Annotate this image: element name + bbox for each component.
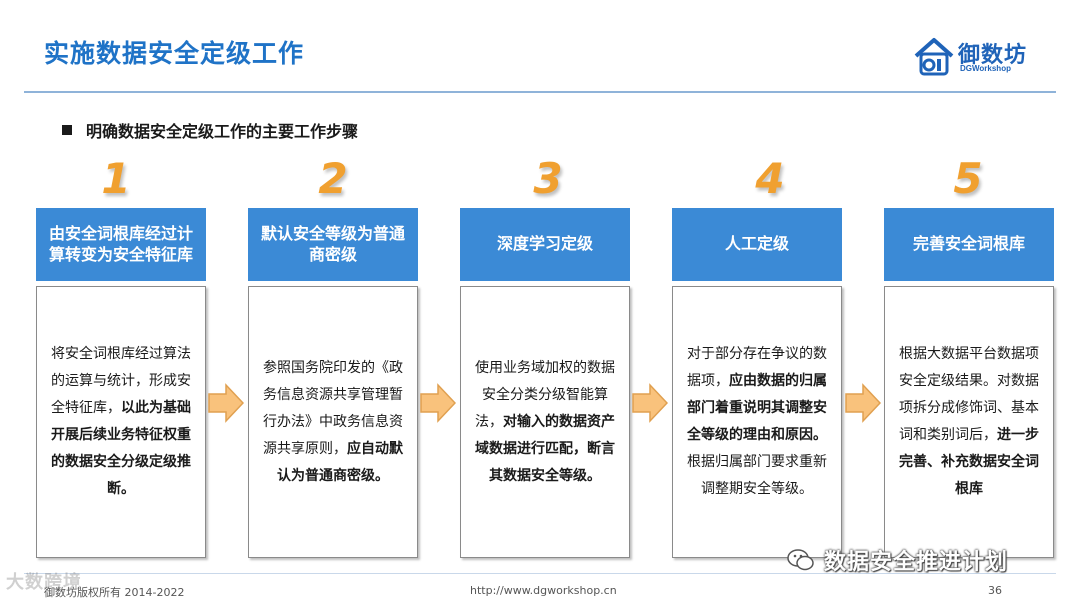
step-heading: 由安全词根库经过计算转变为安全特征库	[36, 208, 206, 281]
step-card: 对于部分存在争议的数据项，应由数据的归属部门着重说明其调整安全等级的理由和原因。…	[672, 286, 842, 558]
step-heading: 默认安全等级为普通商密级	[248, 208, 418, 281]
step-number: 3	[533, 154, 563, 203]
section-subtitle: 明确数据安全定级工作的主要工作步骤	[62, 118, 358, 142]
house-logo-icon	[914, 38, 954, 76]
corner-watermark: 大数跨境	[6, 572, 82, 593]
step-card: 根据大数据平台数据项安全定级结果。对数据项拆分成修饰词、基本词和类别词后，进一步…	[884, 286, 1054, 558]
page-title: 实施数据安全定级工作	[44, 39, 305, 68]
step-heading: 完善安全词根库	[884, 208, 1054, 281]
right-arrow-icon	[208, 383, 244, 423]
step-number: 1	[101, 154, 131, 203]
step-card: 参照国务院印发的《政务信息资源共享管理暂行办法》中政务信息资源共享原则，应自动默…	[248, 286, 418, 558]
footer-divider	[24, 573, 1056, 574]
watermark-text: 数据安全推进计划	[824, 550, 1009, 575]
step-description: 根据大数据平台数据项安全定级结果。对数据项拆分成修饰词、基本词和类别词后，进一步…	[899, 346, 1039, 497]
wechat-icon	[787, 549, 814, 571]
step-description: 参照国务院印发的《政务信息资源共享管理暂行办法》中政务信息资源共享原则，应自动默…	[263, 359, 403, 484]
footer-url[interactable]: http://www.dgworkshop.cn	[470, 584, 617, 597]
wechat-watermark: 数据安全推进计划	[786, 544, 1008, 576]
step-description: 使用业务域加权的数据安全分类分级智能算法，对输入的数据资产域数据进行匹配，断言其…	[475, 359, 615, 484]
step-heading: 人工定级	[672, 208, 842, 281]
header-divider	[24, 91, 1056, 93]
square-bullet-icon	[62, 125, 72, 135]
step-number: 2	[318, 154, 348, 203]
right-arrow-icon	[845, 383, 881, 423]
right-arrow-icon	[420, 383, 456, 423]
page-number: 36	[988, 584, 1002, 597]
step-card: 使用业务域加权的数据安全分类分级智能算法，对输入的数据资产域数据进行匹配，断言其…	[460, 286, 630, 558]
subtitle-text: 明确数据安全定级工作的主要工作步骤	[86, 122, 359, 141]
step-description: 对于部分存在争议的数据项，应由数据的归属部门着重说明其调整安全等级的理由和原因。…	[687, 346, 827, 497]
right-arrow-icon	[632, 383, 668, 423]
logo-name: 御数坊	[958, 43, 1028, 68]
step-description: 将安全词根库经过算法的运算与统计，形成安全特征库，以此为基础开展后续业务特征权重…	[51, 346, 191, 497]
copyright-text: 御数坊版权所有 2014-2022	[44, 586, 185, 599]
dgworkshop-logo: 御数坊 DGWorkshop	[912, 34, 1052, 78]
logo-subtext: DGWorkshop	[960, 64, 1011, 73]
step-number: 4	[755, 154, 785, 203]
step-heading: 深度学习定级	[460, 208, 630, 281]
step-number: 5	[953, 154, 983, 203]
step-card: 将安全词根库经过算法的运算与统计，形成安全特征库，以此为基础开展后续业务特征权重…	[36, 286, 206, 558]
